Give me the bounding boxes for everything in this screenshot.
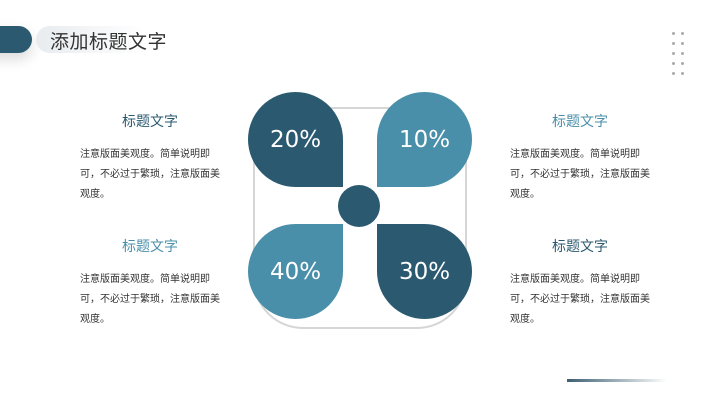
petal-bottom-left: 40% (248, 224, 343, 319)
petal-top-left: 20% (248, 92, 343, 187)
footer-gradient-bar (567, 379, 667, 382)
block-description: 注意版面美观度。简单说明即可，不必过于繁琐，注意版面美观度。 (510, 149, 650, 200)
text-block-bottom-left: 标题文字 注意版面美观度。简单说明即可，不必过于繁琐，注意版面美观度。 (80, 236, 220, 330)
block-title: 标题文字 (552, 239, 608, 255)
block-description: 注意版面美观度。简单说明即可，不必过于繁琐，注意版面美观度。 (80, 149, 220, 200)
petal-value: 10% (398, 126, 451, 153)
block-title: 标题文字 (552, 114, 608, 130)
petal-value: 20% (269, 126, 322, 153)
center-circle (338, 185, 380, 227)
text-block-bottom-right: 标题文字 注意版面美观度。简单说明即可，不必过于繁琐，注意版面美观度。 (510, 236, 650, 330)
block-title: 标题文字 (122, 114, 178, 130)
header-accent-pill (0, 26, 32, 53)
decorative-dots (672, 32, 686, 75)
petal-value: 30% (398, 258, 451, 285)
text-block-top-left: 标题文字 注意版面美观度。简单说明即可，不必过于繁琐，注意版面美观度。 (80, 111, 220, 205)
petal-value: 40% (269, 258, 322, 285)
block-title: 标题文字 (122, 239, 178, 255)
page-title: 添加标题文字 (50, 31, 168, 53)
outer-ring (253, 107, 467, 329)
block-description: 注意版面美观度。简单说明即可，不必过于繁琐，注意版面美观度。 (80, 274, 220, 325)
text-block-top-right: 标题文字 注意版面美观度。简单说明即可，不必过于繁琐，注意版面美观度。 (510, 111, 650, 205)
petal-top-right: 10% (377, 92, 472, 187)
block-description: 注意版面美观度。简单说明即可，不必过于繁琐，注意版面美观度。 (510, 274, 650, 325)
petal-bottom-right: 30% (377, 224, 472, 319)
header-title-background (36, 26, 146, 53)
